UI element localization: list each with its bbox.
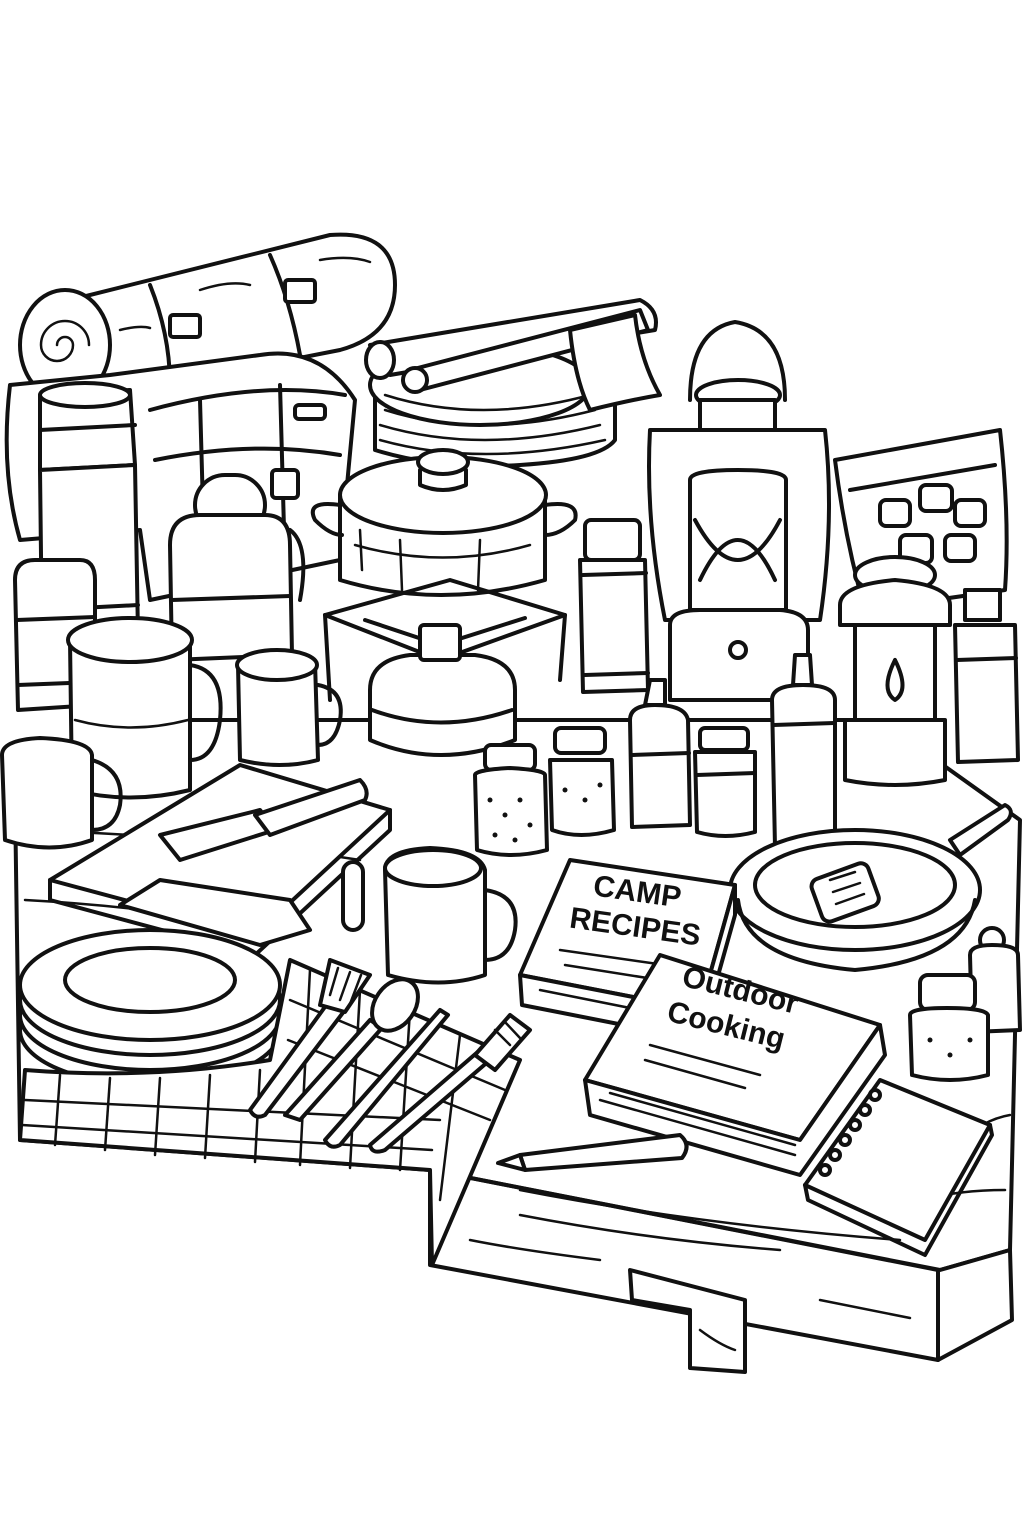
kitchen-knife	[158, 778, 369, 862]
camp-stove	[323, 578, 567, 757]
pepper-mill-small	[341, 860, 365, 932]
tin-mug-center	[383, 846, 518, 985]
squeeze-bottle	[770, 653, 837, 849]
spice-jar-right	[908, 973, 990, 1082]
board-stand	[118, 878, 312, 947]
spray-bottle	[953, 588, 1020, 764]
cutlery-set	[248, 958, 532, 1154]
spice-jar-speckled	[473, 743, 549, 857]
cooking-pot	[310, 448, 578, 597]
pencil	[496, 1133, 689, 1172]
small-cup	[0, 736, 123, 850]
water-bottle	[168, 473, 306, 662]
sauce-bottle-small	[628, 678, 692, 829]
pitcher-mug	[66, 616, 223, 800]
axe	[401, 308, 662, 412]
book-outdoor-cooking	[583, 953, 887, 1177]
plate-stack	[18, 928, 282, 1087]
oil-lantern-large	[647, 320, 831, 702]
firewood-bundle	[368, 343, 617, 468]
spice-shaker-tall	[578, 518, 650, 694]
tin-mug-left	[235, 648, 343, 767]
spice-jar-lidded	[693, 726, 757, 838]
spice-jar-small	[548, 726, 616, 837]
camp-lantern-small	[838, 555, 952, 787]
spiral-notebook	[803, 1078, 994, 1257]
rolled-mat	[364, 298, 658, 380]
